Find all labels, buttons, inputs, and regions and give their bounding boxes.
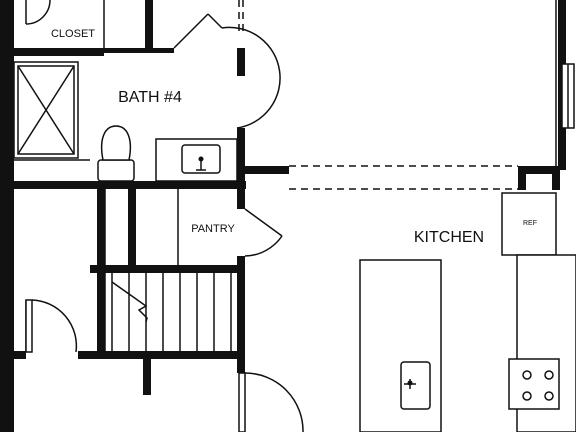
closet-door-swing [25, 0, 51, 25]
closet-bottom-wall [14, 48, 104, 56]
shower [13, 61, 79, 159]
stair-break-line [111, 281, 148, 323]
doors [25, 0, 304, 432]
stairs [111, 273, 232, 351]
lower-post-a [143, 359, 151, 395]
lower-left-door-swing [31, 299, 78, 353]
shower-diagonal-b [17, 65, 75, 155]
stair-left-wall-b [128, 189, 136, 265]
pantry-door-swing [244, 235, 283, 257]
kitchen-opening-right-stub [518, 166, 560, 174]
burner-icon [522, 370, 532, 380]
bath-door-leaf-b [207, 13, 223, 29]
kitchen-fixtures [359, 192, 576, 432]
bath-door-swing [221, 26, 281, 129]
stair-mid-wall [90, 265, 244, 273]
bath-right-wall-upper [237, 48, 245, 76]
kitchen-opening-left-stub [245, 166, 289, 174]
shower-inner [17, 65, 75, 155]
burner-icon [544, 391, 554, 401]
burner-icon [522, 391, 532, 401]
kitchen-right-stub-post [518, 166, 526, 190]
bath-label: BATH #4 [118, 89, 182, 106]
dashed-openings [238, 0, 518, 190]
stair-bottom-wall [78, 351, 244, 359]
lower-right-door-leaf [238, 372, 246, 432]
pantry-right-wall-lower [237, 256, 245, 360]
left-exterior-wall [0, 0, 14, 432]
bath-top-wall [104, 48, 174, 53]
bath-door-leaf [173, 13, 209, 49]
thin-lines [14, 0, 557, 352]
island-sink-icon [400, 361, 431, 410]
toilet-tank [97, 159, 135, 182]
toilet-bowl [100, 125, 132, 161]
lower-post-b [237, 359, 245, 373]
lower-left-door-leaf [25, 299, 33, 353]
kitchen-label: KITCHEN [414, 229, 484, 246]
pantry-label: PANTRY [191, 223, 235, 235]
toilet-icon [97, 125, 135, 182]
shower-outer [13, 61, 79, 159]
bath-bottom-wall [14, 181, 246, 189]
window [561, 63, 575, 129]
bath-vanity [155, 138, 238, 182]
burner-icon [544, 370, 554, 380]
bath-right-wall-lower [237, 128, 245, 190]
closet-label: CLOSET [51, 28, 95, 40]
closet-right-wall [145, 0, 153, 52]
cooktop-icon [508, 358, 560, 410]
ref-label: REF [523, 220, 537, 227]
lower-left-wall [14, 351, 26, 359]
lower-right-door-swing [244, 372, 304, 432]
kitchen-right-stub-post2 [552, 166, 560, 190]
pantry-door-leaf [244, 208, 283, 237]
pantry-right-wall-upper [237, 189, 245, 209]
room-labels: CLOSET BATH #4 PANTRY KITCHEN REF [51, 28, 537, 246]
